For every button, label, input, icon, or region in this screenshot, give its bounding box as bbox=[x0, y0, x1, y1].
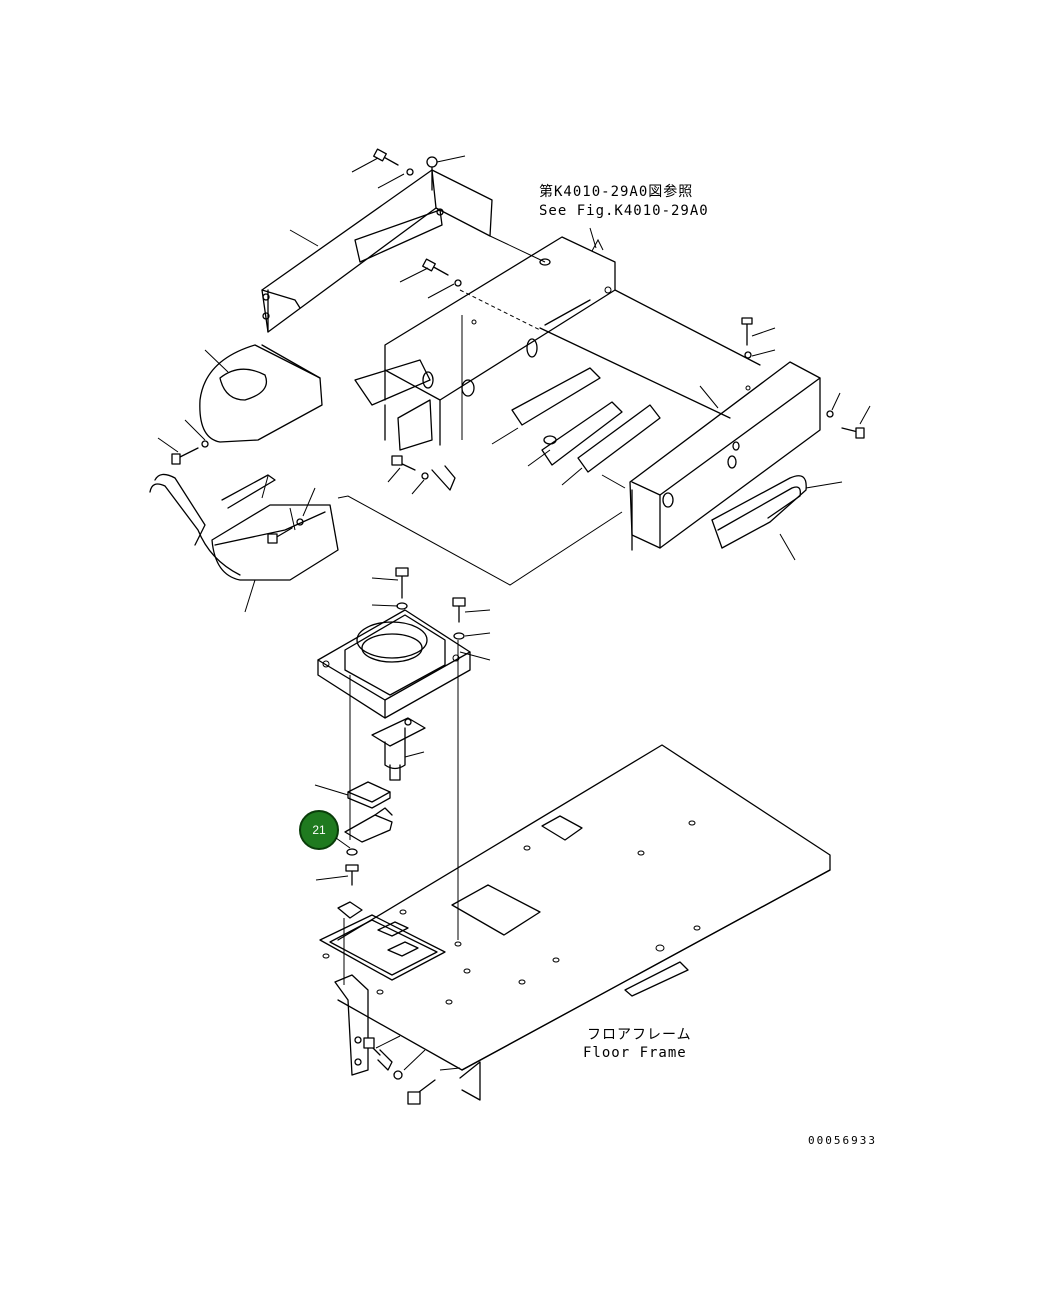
lower-bracket bbox=[319, 901, 446, 981]
upper-cover-plate bbox=[261, 169, 493, 333]
floor-frame-label-jp: フロアフレーム bbox=[587, 1027, 692, 1043]
beam-bracket bbox=[354, 359, 433, 451]
main-frame-beam bbox=[384, 236, 761, 446]
handrail-left bbox=[149, 473, 241, 576]
lever-bracket bbox=[344, 807, 393, 843]
bolts-lower bbox=[363, 1037, 436, 1105]
seat-mount-plate bbox=[317, 609, 471, 719]
left-cover-housing bbox=[199, 344, 323, 443]
handrail-right bbox=[711, 475, 807, 549]
callout-circle[interactable] bbox=[299, 810, 339, 850]
callout-number[interactable]: 21 bbox=[312, 823, 326, 837]
reference-label-en: See Fig.K4010-29A0 bbox=[539, 203, 709, 219]
lower-left-guard bbox=[211, 474, 339, 581]
bolts-middle bbox=[345, 567, 466, 940]
callout-21[interactable]: 21 bbox=[299, 810, 351, 850]
stop-bracket bbox=[334, 918, 369, 1076]
assembly-outline bbox=[337, 235, 623, 586]
right-cross-member bbox=[629, 361, 821, 551]
drawing-code: 00056933 bbox=[808, 1134, 877, 1147]
swivel-post bbox=[371, 717, 426, 781]
reference-label-jp: 第K4010-29A0図参照 bbox=[539, 183, 693, 200]
floor-frame bbox=[322, 744, 831, 1101]
bolts-top bbox=[171, 148, 865, 544]
slotted-plates bbox=[511, 367, 661, 473]
floor-frame-label-en: Floor Frame bbox=[583, 1045, 687, 1061]
lock-plate bbox=[347, 781, 391, 809]
leader-lines bbox=[157, 155, 871, 1071]
